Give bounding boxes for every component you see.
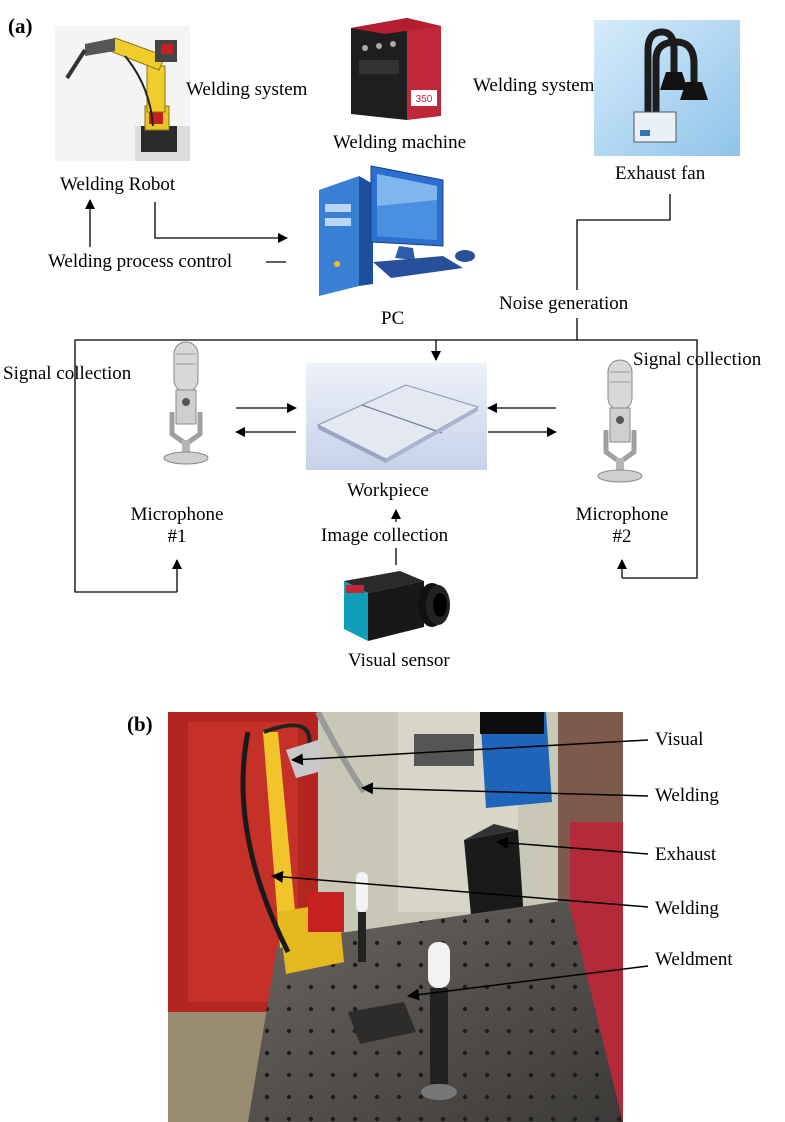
image-collection-label: Image collection <box>321 525 449 546</box>
microphone-1-label: Microphone #1 <box>117 504 237 548</box>
line-noise-loop <box>74 318 578 593</box>
pc-image <box>315 160 480 300</box>
visual-sensor-image <box>344 571 450 641</box>
line-exhaust-to-noise <box>576 194 671 290</box>
pc-label: PC <box>381 308 405 329</box>
microphone-2-label: Microphone #2 <box>562 504 682 548</box>
microphone-2-image <box>597 359 643 483</box>
callout-arrow-welding-2 <box>271 870 649 908</box>
panel-a-label: (a) <box>8 14 33 38</box>
callout-arrow-weldment <box>407 965 649 1001</box>
welding-machine-label: Welding machine <box>333 132 467 153</box>
welding-machine-image: 350 <box>345 10 445 125</box>
microphone-1-name: Microphone <box>130 504 224 525</box>
welding-system-left-label: Welding system <box>186 79 308 100</box>
exhaust-fan-label: Exhaust fan <box>615 163 706 184</box>
visual-sensor-label: Visual sensor <box>348 650 450 671</box>
welding-robot-image <box>55 26 190 161</box>
workpiece-label: Workpiece <box>347 480 429 501</box>
callout-weldment: Weldment <box>655 949 733 970</box>
microphone-1-number: #1 <box>167 526 187 547</box>
callout-visual: Visual <box>655 729 704 750</box>
microphone-2-number: #2 <box>612 526 632 547</box>
noise-generation-label: Noise generation <box>499 293 629 314</box>
arrow-robot-to-pc <box>154 202 288 243</box>
callout-welding-2: Welding <box>655 898 719 919</box>
microphone-2-name: Microphone <box>575 504 669 525</box>
signal-collection-left-label: Signal collection <box>3 363 132 384</box>
callout-arrow-visual <box>291 739 649 766</box>
callout-welding-1: Welding <box>655 785 719 806</box>
panel-b-label: (b) <box>127 712 153 736</box>
callout-exhaust: Exhaust <box>655 844 717 865</box>
signal-collection-right-label: Signal collection <box>633 349 762 370</box>
machine-badge: 350 <box>416 94 433 105</box>
callout-arrow-exhaust <box>496 836 649 855</box>
microphone-1-image <box>163 341 209 465</box>
line-right-signal <box>577 339 698 579</box>
workpiece-image <box>306 363 487 470</box>
welding-process-control-label: Welding process control <box>48 251 233 272</box>
welding-system-right-label: Welding system <box>473 75 595 96</box>
diagram-connectors <box>74 194 698 593</box>
callout-arrow-welding-1 <box>361 782 649 797</box>
welding-robot-label: Welding Robot <box>60 174 176 195</box>
exhaust-fan-image <box>594 20 740 156</box>
